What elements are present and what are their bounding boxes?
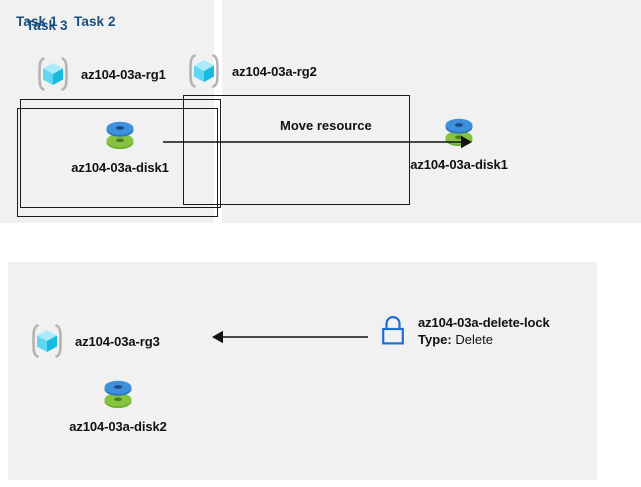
move-resource-arrow <box>163 135 472 149</box>
managed-disk-icon <box>99 113 141 155</box>
managed-disk-icon <box>97 372 139 414</box>
task-3-title: Task 3 <box>26 18 68 33</box>
task-1-resource-box <box>20 99 221 208</box>
delete-lock-name: az104-03a-delete-lock <box>418 315 550 330</box>
task-2-title: Task 2 <box>74 14 116 29</box>
task-3-resource-box <box>17 108 218 217</box>
task-1-panel <box>0 0 214 223</box>
resource-group-cube-icon <box>28 322 66 360</box>
task-2-resource-group-label: az104-03a-rg2 <box>232 63 317 79</box>
task-3-panel <box>8 262 597 480</box>
task-3-disk: az104-03a-disk2 <box>58 372 178 434</box>
task-3-resource-group-label: az104-03a-rg3 <box>75 333 160 349</box>
task-1-title: Task 1 <box>16 14 58 29</box>
task-1-resource-group: az104-03a-rg1 <box>34 55 166 93</box>
task-1-disk: az104-03a-disk1 <box>60 113 180 175</box>
task-1-disk-label: az104-03a-disk1 <box>71 160 169 175</box>
task-3-disk-label: az104-03a-disk2 <box>69 419 167 434</box>
delete-lock-arrow <box>212 330 368 344</box>
task-2-resource-group: az104-03a-rg2 <box>185 52 317 90</box>
task-2-disk-label: az104-03a-disk1 <box>410 157 508 172</box>
task-2-resource-box <box>183 95 410 205</box>
move-resource-label: Move resource <box>280 118 372 133</box>
task-2-panel <box>222 0 641 223</box>
delete-lock: az104-03a-delete-lock Type: Delete <box>377 314 550 348</box>
delete-lock-text: az104-03a-delete-lock Type: Delete <box>418 315 550 348</box>
delete-lock-type-value: Delete <box>455 332 493 347</box>
lock-icon <box>377 314 409 348</box>
resource-group-cube-icon <box>34 55 72 93</box>
delete-lock-type: Type: Delete <box>418 331 550 348</box>
delete-lock-type-key: Type: <box>418 332 452 347</box>
task-1-resource-group-label: az104-03a-rg1 <box>81 66 166 82</box>
task-3-resource-group: az104-03a-rg3 <box>28 322 160 360</box>
resource-group-cube-icon <box>185 52 223 90</box>
